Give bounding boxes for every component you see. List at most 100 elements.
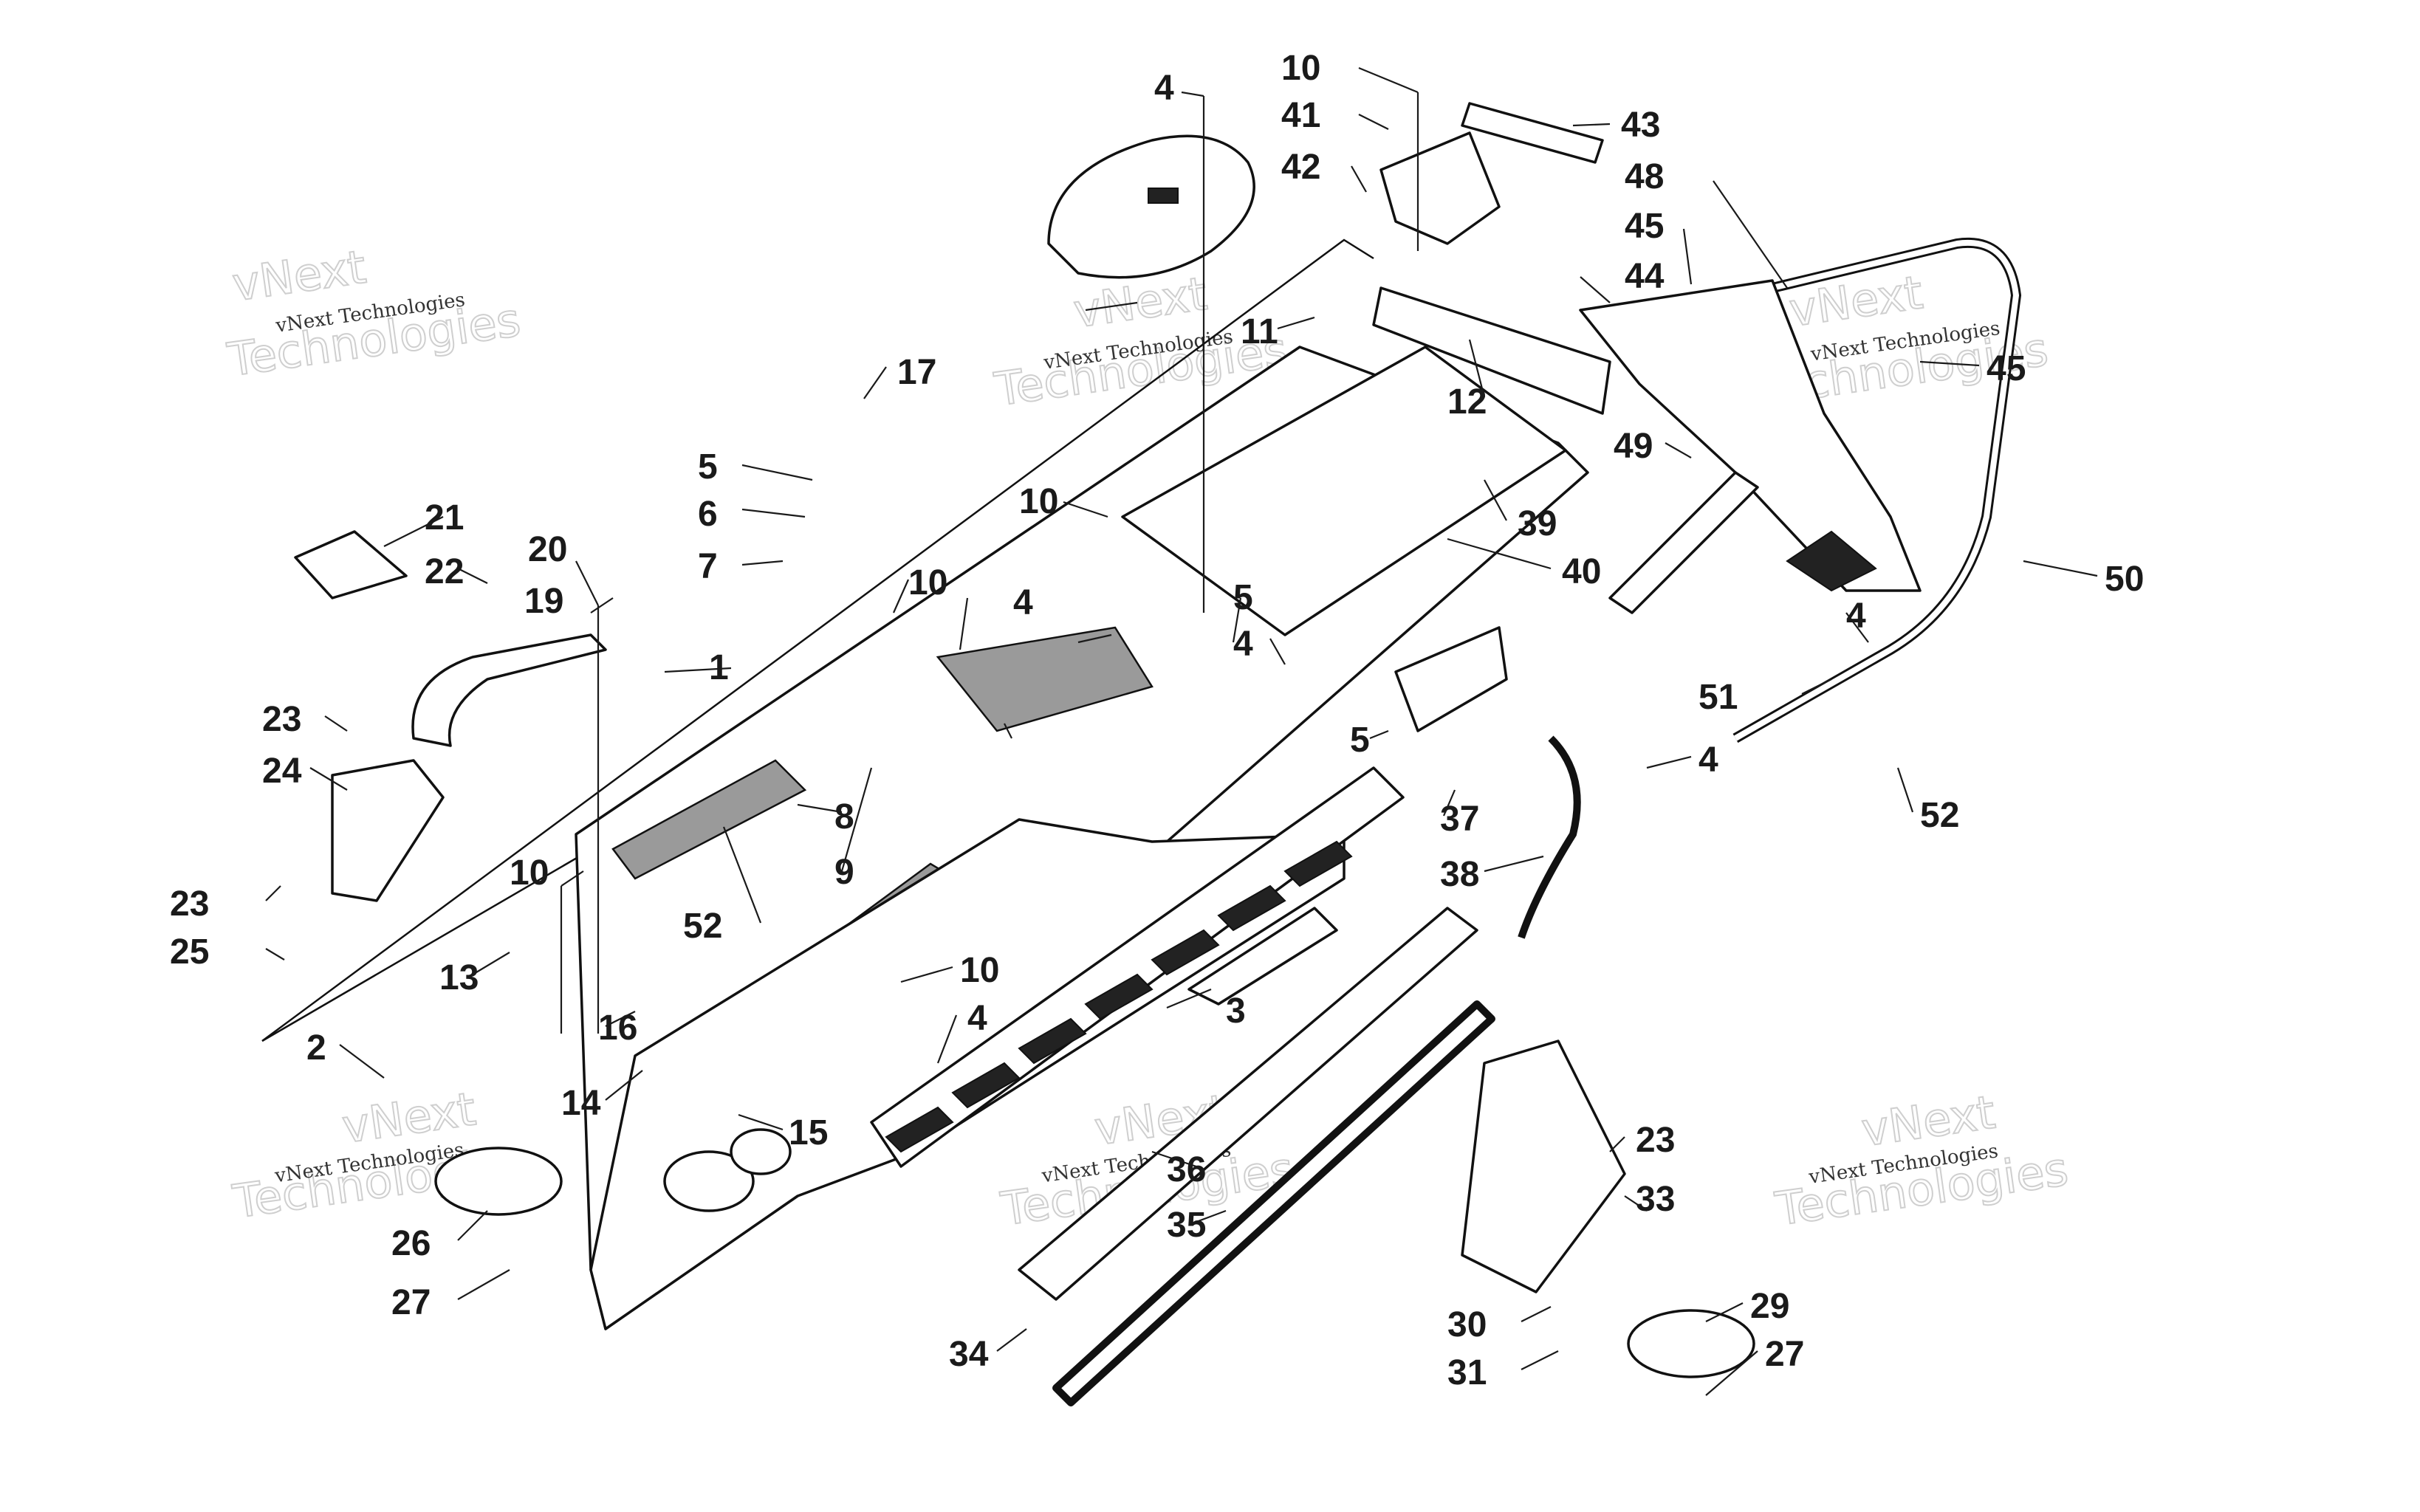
leader-27b [1705, 1350, 1758, 1396]
rail-group [1372, 286, 1759, 614]
cooler-fin [885, 1106, 954, 1153]
callout-12: 11 [1241, 312, 1278, 351]
leader-18 [863, 366, 887, 399]
leader-19 [590, 597, 614, 614]
callout-26: 26 [391, 1224, 431, 1263]
leader-47 [1801, 678, 1832, 695]
leader-12 [1277, 316, 1315, 330]
watermark-top-line: vNext [229, 240, 369, 312]
callout-15: 14 [561, 1084, 601, 1123]
traction-mat-left [611, 759, 807, 880]
cooler-fin [1084, 973, 1154, 1020]
leader-36 [1484, 855, 1544, 873]
tunnel-vent-hole-left [663, 1150, 755, 1212]
callout-29: 30 [1447, 1305, 1487, 1344]
leader-5b [1232, 597, 1242, 643]
cooler-fin [1283, 840, 1353, 887]
leader-27a [457, 1269, 510, 1300]
callout-25: 25 [170, 932, 209, 972]
callout-10: 10 [510, 853, 549, 893]
callout-48: 52 [1920, 796, 1959, 835]
rear-bumper-46 [1732, 237, 2022, 743]
leader-4b [1845, 612, 1869, 643]
leader-22 [457, 568, 488, 584]
hitch-group [294, 530, 607, 902]
hitch-cover-21 [294, 530, 408, 599]
footrest-plate-29 [1461, 1040, 1626, 1293]
leader-23b [265, 885, 281, 901]
callout-35: 37 [1440, 800, 1479, 839]
leader-5a [741, 464, 813, 481]
callout-45: 49 [1614, 427, 1653, 466]
leader-25 [265, 948, 285, 961]
bracket-35 [1394, 626, 1508, 732]
taillight-housing [1379, 131, 1501, 245]
leader-10c [900, 966, 953, 983]
cooler-fin [1018, 1017, 1087, 1065]
callout-4: 4 [1846, 597, 1866, 636]
callout-27: 27 [1765, 1335, 1804, 1374]
leader-16 [738, 1113, 784, 1131]
support-bar-34 [1018, 907, 1478, 1301]
leader-4a [1181, 91, 1204, 97]
leader-29 [1521, 1306, 1552, 1322]
leader-48 [1896, 767, 1914, 813]
callout-3: 3 [1226, 992, 1246, 1031]
leader-30 [1521, 1350, 1559, 1370]
callout-36: 38 [1440, 855, 1479, 894]
callout-17: 16 [598, 1008, 637, 1048]
callout-2: 2 [306, 1028, 326, 1068]
leader-10b [892, 579, 910, 614]
callout-27: 27 [391, 1283, 431, 1322]
leader-28 [1705, 1302, 1744, 1322]
callout-6: 6 [698, 495, 718, 534]
callout-5: 5 [698, 447, 718, 487]
callout-8: 8 [834, 797, 854, 836]
callout-23: 23 [170, 884, 209, 924]
tunnel-vent-hole-right [730, 1128, 792, 1175]
callout-4: 4 [1154, 69, 1174, 108]
callout-23: 23 [1636, 1121, 1675, 1160]
leader-41 [1572, 123, 1611, 127]
bumper-tube-inner [1734, 239, 2020, 741]
strap-36 [1518, 735, 1581, 939]
leader-39 [1358, 114, 1389, 130]
leader-4c [1646, 755, 1692, 769]
leader-7 [741, 560, 784, 566]
seat-latch [1148, 188, 1179, 204]
leader-lines [265, 66, 2098, 1396]
leader-14 [472, 952, 510, 975]
footrest-group [434, 1040, 1755, 1378]
leader-4d [959, 597, 969, 650]
leader-4f [936, 1014, 958, 1064]
leader-23a [324, 715, 348, 732]
callout-24: 24 [262, 752, 302, 791]
callout-33: 35 [1167, 1206, 1206, 1245]
callout-28: 29 [1750, 1287, 1789, 1326]
cooler-fin [1151, 929, 1220, 976]
leader-38 [1447, 537, 1552, 570]
leader-31 [1624, 1195, 1648, 1212]
callout-5: 5 [1350, 721, 1370, 760]
leader-9 [840, 767, 873, 872]
cooler-fins [870, 766, 1405, 1168]
callout-40: 42 [1281, 148, 1320, 187]
callout-14: 13 [439, 958, 479, 997]
callout-10: 10 [960, 951, 999, 990]
callout-34: 36 [1167, 1150, 1206, 1189]
callout-4: 4 [1699, 740, 1718, 780]
leader-5c [1369, 729, 1389, 740]
callout-43: 45 [1625, 207, 1664, 246]
cooler-fin [951, 1062, 1021, 1109]
callout-20: 20 [528, 530, 567, 569]
callout-31: 33 [1636, 1180, 1675, 1219]
callout-1: 1 [709, 648, 729, 687]
tube-33 [1052, 1000, 1495, 1406]
leader-32 [996, 1328, 1027, 1352]
seat [1047, 134, 1255, 279]
leader-17 [605, 1011, 636, 1027]
leader-20 [575, 560, 599, 606]
leader-51 [1004, 723, 1012, 739]
callout-38: 40 [1562, 552, 1601, 591]
